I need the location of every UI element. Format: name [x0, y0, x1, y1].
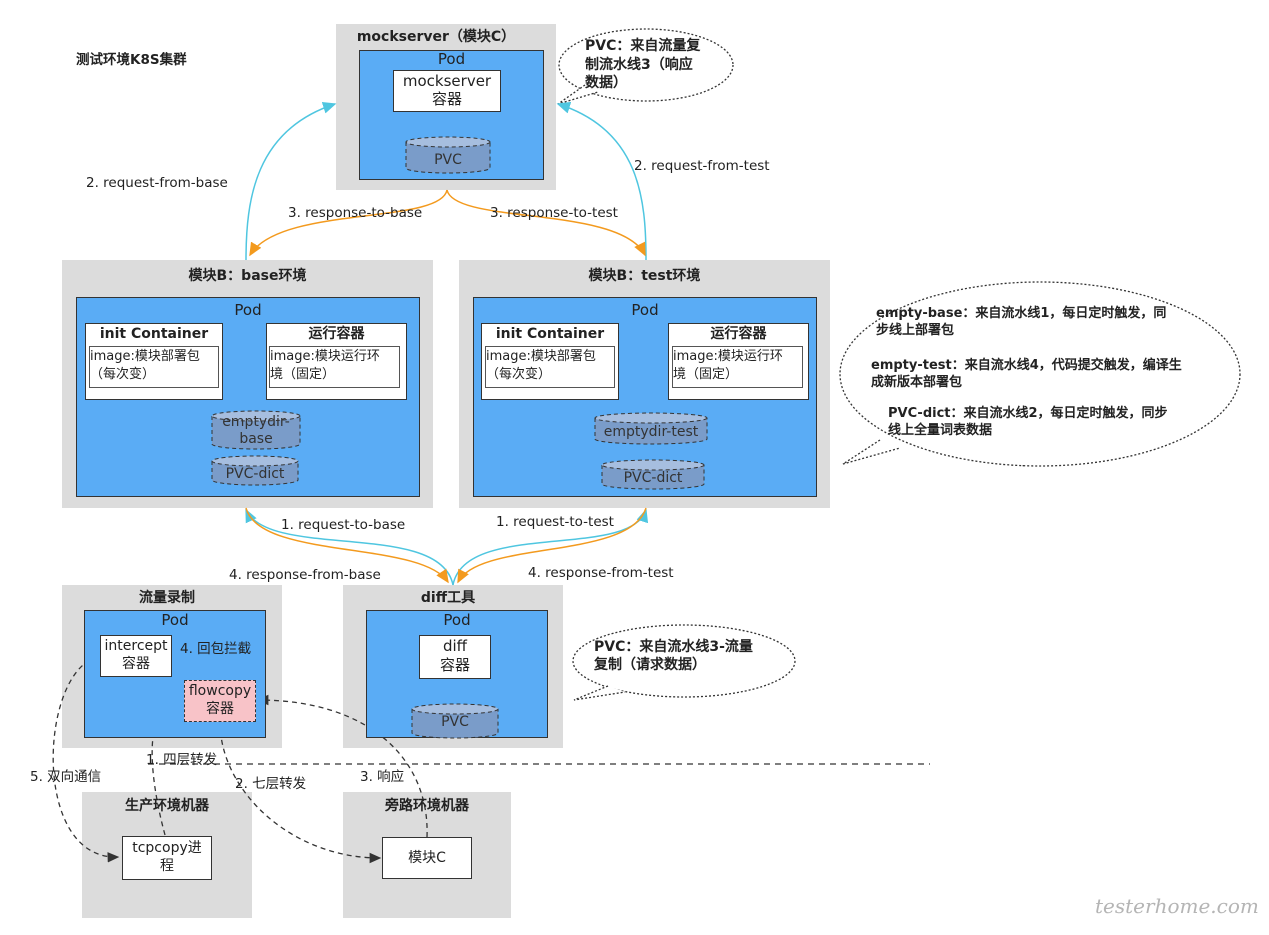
- mockserver-pod-label: Pod: [437, 50, 466, 68]
- base-pvc-dict-cylinder: [211, 455, 299, 486]
- test-run-image-box: [672, 346, 803, 388]
- diff-pvc-note-bubble: [572, 624, 796, 698]
- module-c-label: 模块C: [408, 850, 446, 866]
- mockserver-container-line2: 容器: [431, 90, 462, 108]
- mockserver-pvc-note-line1: PVC：来自流量复: [585, 38, 701, 54]
- mockserver-pvc-note-line3: 数据）: [585, 75, 627, 91]
- label-response: 3. 响应: [360, 769, 405, 785]
- base-init-image-line1: image:模块部署包: [90, 349, 200, 364]
- base-emptydir-line2: base: [239, 431, 273, 447]
- mockserver-pvc-label: PVC: [434, 152, 462, 168]
- base-init-title: init Container: [99, 326, 209, 342]
- edge-response: [256, 694, 428, 838]
- edge-response-from-test: [457, 507, 647, 584]
- label-request-to-test: 1. request-to-test: [496, 514, 614, 530]
- mockserver-pvc-note-line2: 制流水线3（响应: [585, 57, 693, 73]
- label-request-to-base: 1. request-to-base: [281, 517, 406, 533]
- flowcopy-line2: 容器: [206, 701, 234, 717]
- label-response-to-base: 3. response-to-base: [288, 205, 423, 221]
- diff-pvc-note-line1: PVC：来自流水线3-流量: [594, 639, 753, 655]
- tcpcopy-process: [122, 836, 212, 880]
- diff-pod-label: Pod: [443, 611, 471, 629]
- pipeline-note-bubble: [839, 281, 1241, 467]
- diff-pvc-cylinder: [411, 703, 499, 739]
- base-emptydir-line1: emptydir-: [222, 414, 290, 430]
- flow-record-title: 流量录制: [139, 590, 195, 606]
- edge-response-from-base: [245, 507, 449, 584]
- test-run-image-line1: image:模块运行环: [673, 349, 783, 364]
- base-init-image-line2: （每次变）: [90, 367, 156, 382]
- edge-response-to-base: [249, 189, 448, 257]
- watermark: testerhome.com: [1095, 894, 1259, 918]
- edge-bidirectional: [52, 649, 120, 863]
- test-pvc-dict-cylinder: [601, 459, 705, 490]
- test-env-title: 模块B：test环境: [588, 268, 701, 284]
- base-pvc-dict-label: PVC-dict: [225, 466, 285, 482]
- test-init-image-box: [485, 346, 615, 388]
- pipeline-note-line4: 成新版本部署包: [871, 375, 963, 390]
- test-run-title: 运行容器: [710, 326, 767, 342]
- flowcopy-container: [184, 680, 256, 722]
- test-init-title: init Container: [495, 326, 605, 342]
- test-init-image-line2: （每次变）: [486, 367, 552, 382]
- bypass-machine-title: 旁路环境机器: [385, 798, 469, 814]
- test-emptydir-label: emptydir-test: [603, 424, 699, 440]
- mockserver-pvc-cylinder: [405, 136, 491, 174]
- base-init-image-box: [89, 346, 219, 388]
- pipeline-note-line5: PVC-dict：来自流水线2，每日定时触发，同步: [888, 406, 1168, 421]
- edge-l7-forward: [219, 721, 382, 864]
- diff-line1: diff: [442, 637, 468, 655]
- base-env-title: 模块B：base环境: [188, 268, 307, 284]
- label-l4-forward: 1. 四层转发: [146, 752, 218, 768]
- label-intercept: 4. 回包拦截: [180, 641, 252, 657]
- diff-container: [419, 635, 491, 679]
- base-pod-label: Pod: [234, 301, 262, 319]
- test-init-image-line1: image:模块部署包: [486, 349, 596, 364]
- label-bidirectional: 5. 双向通信: [30, 769, 102, 785]
- pipeline-note-line2: 步线上部署包: [876, 323, 955, 338]
- intercept-container: [100, 635, 172, 677]
- base-run-image-line1: image:模块运行环: [270, 349, 380, 364]
- diff-pvc-label: PVC: [441, 714, 469, 730]
- intercept-line2: 容器: [122, 656, 150, 672]
- test-pvc-dict-label: PVC-dict: [623, 470, 683, 486]
- diff-line2: 容器: [439, 656, 470, 674]
- tcpcopy-line1: tcpcopy进: [132, 840, 202, 856]
- label-response-from-test: 4. response-from-test: [528, 565, 674, 581]
- edge-request-from-base: [245, 102, 337, 261]
- flow-record-pod-label: Pod: [161, 611, 189, 629]
- tcpcopy-line2: 程: [160, 858, 174, 874]
- edge-response-to-test: [446, 189, 646, 257]
- test-emptydir-cylinder: [594, 412, 708, 445]
- test-run-image-line2: 境（固定）: [673, 367, 739, 382]
- pipeline-note-line1: empty-base：来自流水线1，每日定时触发，同: [876, 306, 1167, 321]
- flowcopy-line1: flowcopy: [188, 683, 252, 699]
- module-c-box: [382, 837, 472, 879]
- pipeline-note-line6: 线上全量词表数据: [888, 423, 993, 438]
- mockserver-pvc-note-bubble: [558, 28, 734, 102]
- base-run-image-line2: 境（固定）: [270, 367, 336, 382]
- mockserver-container-line1: mockserver: [402, 72, 492, 90]
- edge-request-from-test: [556, 101, 647, 261]
- mockserver-title: mockserver（模块C）: [356, 29, 516, 45]
- diff-pvc-note-line2: 复制（请求数据）: [594, 657, 706, 673]
- prod-machine-title: 生产环境机器: [125, 798, 209, 814]
- base-run-image-box: [269, 346, 400, 388]
- base-emptydir-cylinder: [211, 410, 301, 450]
- base-run-title: 运行容器: [308, 326, 365, 342]
- mockserver-container: [393, 70, 501, 112]
- cluster-label: 测试环境K8S集群: [76, 52, 187, 68]
- intercept-line1: intercept: [104, 638, 168, 654]
- label-response-from-base: 4. response-from-base: [229, 567, 381, 583]
- diff-tool-title: diff工具: [420, 590, 476, 606]
- label-request-from-base: 2. request-from-base: [86, 175, 228, 191]
- test-pod-label: Pod: [631, 301, 659, 319]
- label-l7-forward: 2. 七层转发: [235, 776, 307, 792]
- edge-request-to-base: [245, 508, 454, 586]
- pipeline-note-line3: empty-test：来自流水线4，代码提交触发，编译生: [871, 358, 1182, 373]
- label-request-from-test: 2. request-from-test: [634, 158, 770, 174]
- label-response-to-test: 3. response-to-test: [490, 205, 618, 221]
